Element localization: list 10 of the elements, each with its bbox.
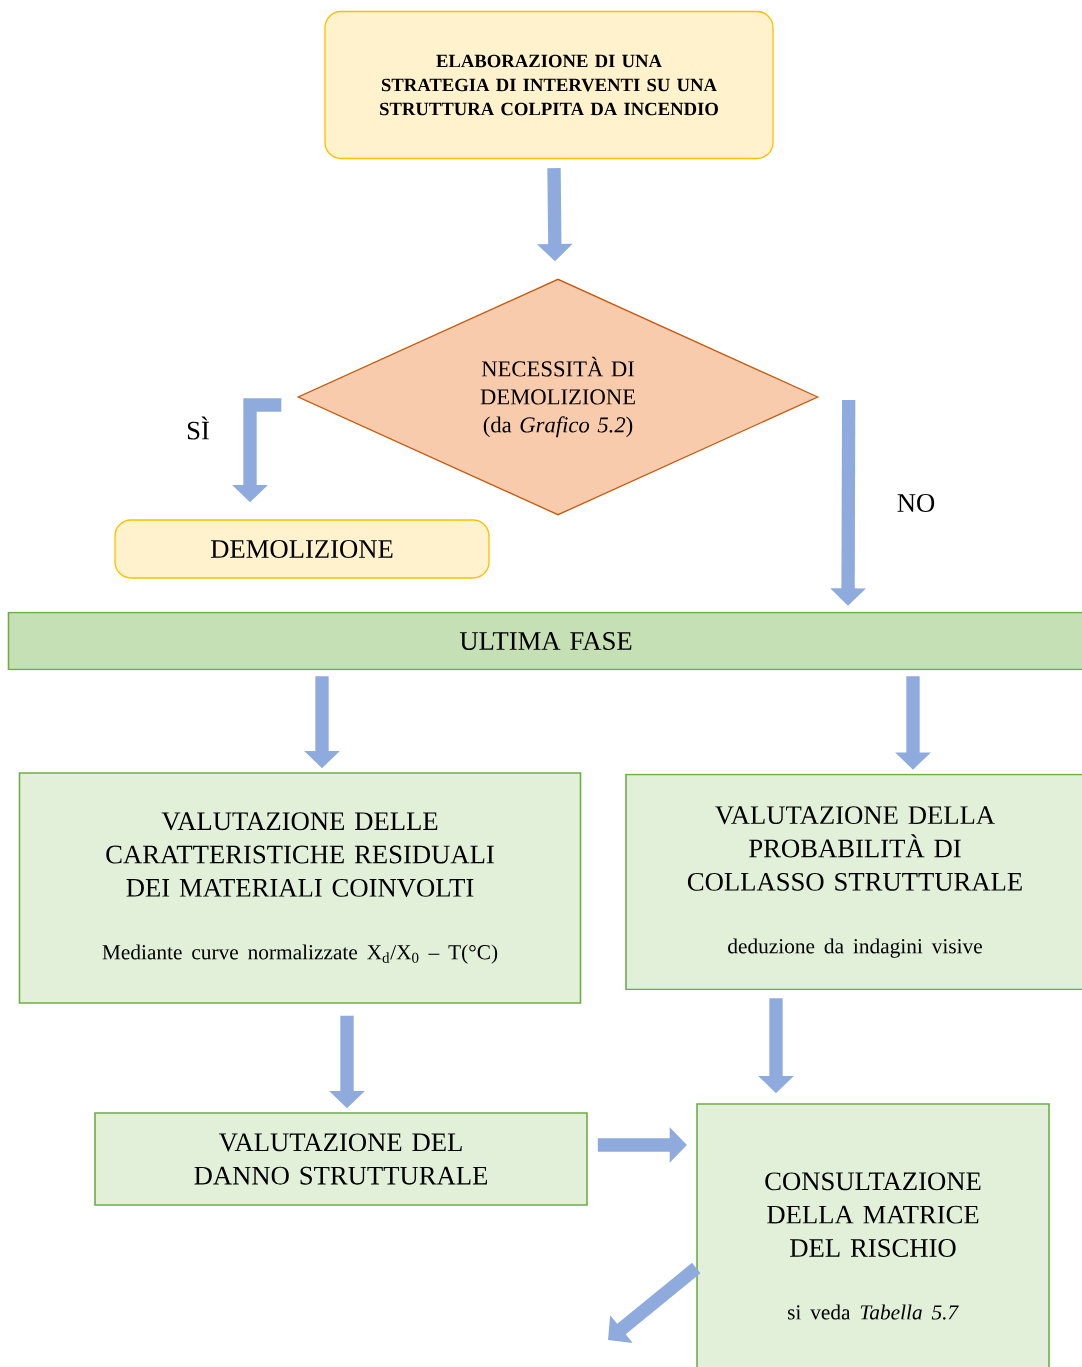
start-box: ELABORAZIONE DI UNA STRATEGIA DI INTERVENTI SU UNA STRUTTURA COLPITA DA INCENDIO <box>324 10 774 160</box>
process-box: VALUTAZIONE DELLA PROBABILITÀ DI COLLASSO STRUTTURALE deduzione da indagini visive <box>625 773 1082 991</box>
process-box: CONSULTAZIONE DELLA MATRICE DEL RISCHIO si veda Tabella 5.7 <box>696 1103 1050 1367</box>
edge-label: SÌ <box>183 413 213 443</box>
process-box: VALUTAZIONE DEL DANNO STRUTTURALE <box>94 1112 588 1206</box>
edge-label: NO <box>894 491 938 515</box>
phase-band: ULTIMA FASE <box>7 611 1082 671</box>
start-box: DEMOLIZIONE <box>114 519 490 579</box>
block-arrow <box>608 1262 701 1343</box>
process-box: VALUTAZIONE DELLE CARATTERISTICHE RESIDUALI DEI MATERIALI COINVOLTI Mediante curve normalizzate X$_{d}$/X$_{0}$ – T(°C) <box>18 772 582 1004</box>
